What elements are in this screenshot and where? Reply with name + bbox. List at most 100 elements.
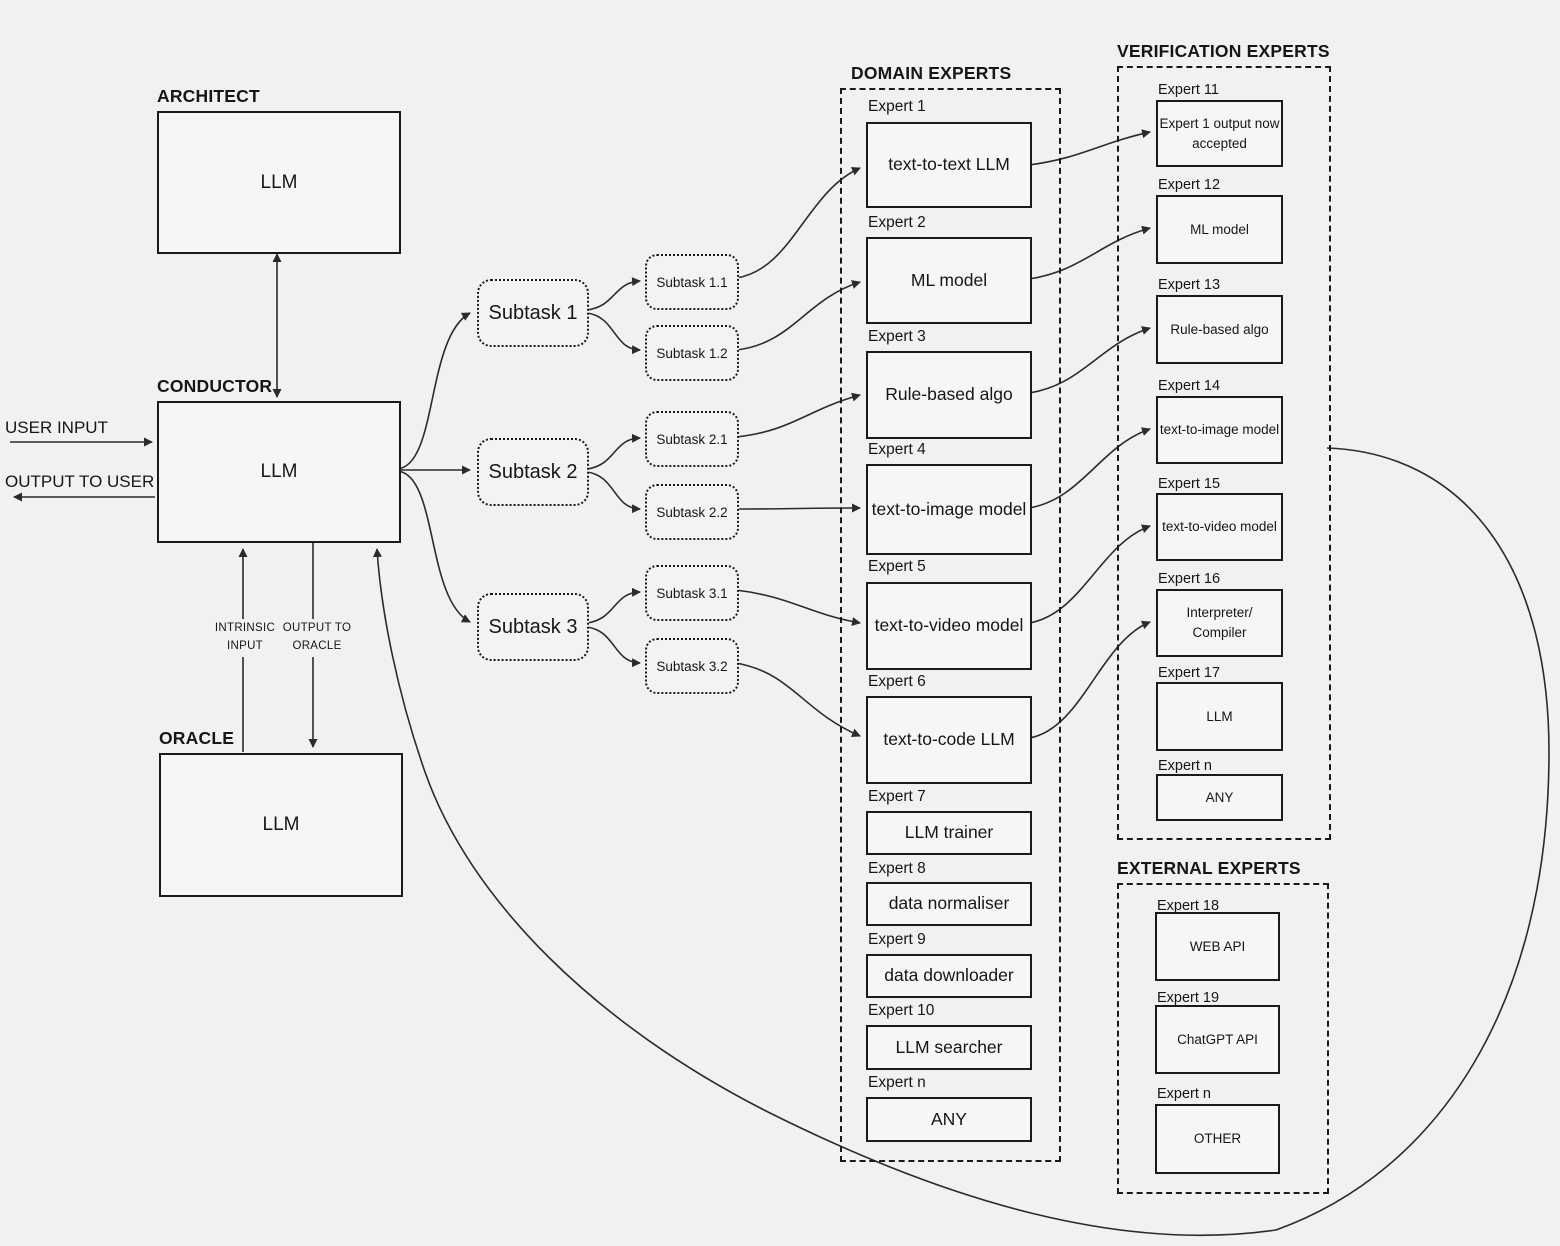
domain-experts-container	[840, 88, 1061, 1162]
arrow-subtask1-sub12	[586, 312, 641, 355]
expert-16-box: Interpreter/ Compiler	[1156, 589, 1283, 657]
arrow-conductor-subtask1	[397, 312, 471, 470]
subtask-2-2-label: Subtask 2.2	[656, 504, 728, 520]
expert-6-box: text-to-code LLM	[866, 696, 1032, 784]
expert-5-label: Expert 5	[868, 558, 926, 575]
expert-11-box: Expert 1 output now accepted	[1156, 100, 1283, 167]
expert-17-box: LLM	[1156, 682, 1283, 751]
expert-14-box: text-to-image model	[1156, 396, 1283, 464]
oracle-title: ORACLE	[159, 728, 235, 748]
arrow-sub21-expert3	[735, 392, 861, 438]
expert-13-content: Rule-based algo	[1170, 321, 1269, 337]
subtask-2-1: Subtask 2.1	[645, 411, 739, 467]
arrow-expert1-expert11	[1028, 129, 1151, 166]
expert-n-external-content: OTHER	[1193, 1131, 1242, 1147]
subtask-3-1: Subtask 3.1	[645, 565, 739, 621]
output-to-user-label: OUTPUT TO USER	[5, 472, 155, 491]
expert-3-box: Rule-based algo	[866, 351, 1032, 439]
expert-11-content: Expert 1 output now accepted	[1159, 115, 1280, 151]
expert-3-label: Expert 3	[868, 328, 926, 345]
external-experts-title: EXTERNAL EXPERTS	[1117, 858, 1301, 878]
expert-7-content: LLM trainer	[904, 822, 994, 843]
expert-12-label: Expert 12	[1158, 177, 1221, 193]
expert-13-box: Rule-based algo	[1156, 295, 1283, 364]
expert-10-label: Expert 10	[868, 1002, 935, 1019]
expert-18-content: WEB API	[1189, 938, 1246, 954]
expert-19-label: Expert 19	[1157, 990, 1220, 1006]
expert-7-box: LLM trainer	[866, 811, 1032, 855]
expert-9-content: data downloader	[884, 965, 1014, 986]
architect-content: LLM	[260, 171, 298, 193]
expert-1-label: Expert 1	[868, 98, 926, 115]
expert-5-box: text-to-video model	[866, 582, 1032, 670]
expert-16-content: Interpreter/ Compiler	[1186, 605, 1253, 640]
expert-15-content: text-to-video model	[1162, 519, 1277, 535]
expert-n-external-box: OTHER	[1155, 1104, 1280, 1174]
expert-2-content: ML model	[910, 269, 988, 290]
expert-12-content: ML model	[1190, 221, 1249, 237]
expert-13-label: Expert 13	[1158, 277, 1221, 293]
expert-9-label: Expert 9	[868, 931, 926, 948]
verification-experts-title: VERIFICATION EXPERTS	[1117, 41, 1330, 61]
expert-10-box: LLM searcher	[866, 1025, 1032, 1070]
arrow-expert5-expert15	[1028, 524, 1151, 624]
intrinsic-input-line1: INTRINSIC	[214, 622, 276, 634]
output-to-oracle-line1: OUTPUT TO	[282, 622, 352, 634]
arrow-subtask2-sub21	[586, 433, 641, 470]
expert-4-label: Expert 4	[868, 441, 926, 458]
expert-15-label: Expert 15	[1158, 476, 1221, 492]
subtask-2-label: Subtask 2	[488, 460, 578, 483]
expert-2-box: ML model	[866, 237, 1032, 324]
arrow-expert2-expert12	[1028, 225, 1151, 280]
expert-12-box: ML model	[1156, 195, 1283, 264]
intrinsic-input-line2: INPUT	[227, 639, 263, 652]
expert-19-content: ChatGPT API	[1177, 1031, 1258, 1047]
expert-6-content: text-to-code LLM	[883, 729, 1015, 750]
expert-8-content: data normaliser	[888, 893, 1010, 914]
expert-8-box: data normaliser	[866, 882, 1032, 926]
expert-n-verification-label: Expert n	[1158, 758, 1212, 774]
subtask-1: Subtask 1	[477, 279, 589, 347]
expert-4-content: text-to-image model	[871, 498, 1027, 519]
arrow-subtask3-sub31	[586, 587, 641, 624]
subtask-3-label: Subtask 3	[488, 615, 578, 638]
expert-15-box: text-to-video model	[1156, 493, 1283, 561]
expert-5-content: text-to-video model	[874, 615, 1024, 636]
domain-experts-title: DOMAIN EXPERTS	[851, 63, 1012, 83]
expert-14-label: Expert 14	[1158, 378, 1221, 394]
expert-7-label: Expert 7	[868, 788, 926, 805]
expert-11-label: Expert 11	[1158, 82, 1219, 98]
conductor-title: CONDUCTOR	[157, 376, 273, 396]
verification-experts-container	[1117, 66, 1331, 840]
arrow-sub12-expert2	[735, 280, 861, 351]
expert-n-domain-label: Expert n	[868, 1074, 926, 1091]
expert-17-label: Expert 17	[1158, 665, 1221, 681]
external-experts-container	[1117, 883, 1329, 1194]
subtask-2: Subtask 2	[477, 438, 589, 506]
arrow-subtask3-sub32	[586, 626, 641, 668]
expert-10-content: LLM searcher	[895, 1036, 1003, 1057]
expert-14-content: text-to-image model	[1159, 422, 1280, 438]
subtask-3-2-label: Subtask 3.2	[656, 658, 728, 674]
arrow-expert4-expert14	[1028, 427, 1151, 509]
oracle-content: LLM	[262, 814, 300, 835]
expert-n-verification-box: ANY	[1156, 774, 1283, 821]
conductor-content: LLM	[260, 461, 298, 482]
intrinsic-input-label: INTRINSIC INPUT	[203, 619, 287, 657]
subtask-1-1-label: Subtask 1.1	[656, 274, 728, 290]
arrow-sub11-expert1	[735, 167, 861, 279]
subtask-3: Subtask 3	[477, 593, 589, 661]
arrow-subtask1-sub11	[586, 277, 641, 311]
architect-box: LLM	[157, 111, 401, 254]
subtask-1-1: Subtask 1.1	[645, 254, 739, 310]
expert-1-box: text-to-text LLM	[866, 122, 1032, 208]
arrow-conductor-subtask3	[397, 470, 471, 623]
subtask-1-2: Subtask 1.2	[645, 325, 739, 381]
expert-3-content: Rule-based algo	[885, 384, 1013, 405]
oracle-box: LLM	[159, 753, 403, 897]
arrow-sub22-expert4	[735, 503, 861, 513]
subtask-2-2: Subtask 2.2	[645, 484, 739, 540]
expert-19-box: ChatGPT API	[1155, 1005, 1280, 1074]
expert-18-label: Expert 18	[1157, 898, 1220, 914]
